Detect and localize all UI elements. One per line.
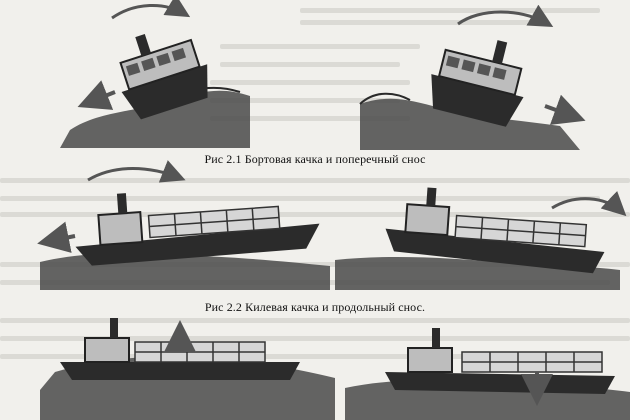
- rolling-ship-left: [60, 5, 250, 148]
- ship-funnel: [426, 188, 436, 207]
- drift-arrow-left: [45, 236, 75, 242]
- ship-hull: [60, 362, 300, 380]
- ship-superstructure: [85, 338, 129, 362]
- pitching-ship-left: [40, 169, 330, 291]
- pitch-arrow-left: [88, 169, 180, 181]
- ship-funnel: [432, 328, 440, 348]
- ship-funnel: [492, 40, 507, 64]
- roll-arrow-right: [458, 12, 548, 24]
- heaving-ship-right: [345, 328, 630, 420]
- cargo-containers: [135, 342, 265, 362]
- ship-superstructure: [98, 212, 142, 245]
- sea-waves-left: [40, 253, 330, 290]
- ship-funnel: [117, 193, 127, 214]
- figure-caption-rolling: Рис 2.1 Бортовая качка и поперечный снос: [0, 152, 630, 167]
- roll-arrow-left: [112, 5, 185, 18]
- pitching-ship-right: [335, 185, 622, 290]
- ship-funnel: [135, 34, 151, 56]
- ship-superstructure: [408, 348, 452, 372]
- ship-funnel: [110, 318, 118, 338]
- cargo-containers: [462, 352, 602, 372]
- pitch-arrow-right: [552, 199, 622, 212]
- drift-arrow-right: [545, 106, 578, 118]
- ship-superstructure: [405, 204, 449, 235]
- drift-arrow-left: [85, 92, 115, 104]
- figure-caption-pitching: Рис 2.2 Килевая качка и продольный снос.: [0, 300, 630, 315]
- heaving-ship-left: [40, 318, 335, 420]
- rolling-ship-right: [360, 12, 580, 150]
